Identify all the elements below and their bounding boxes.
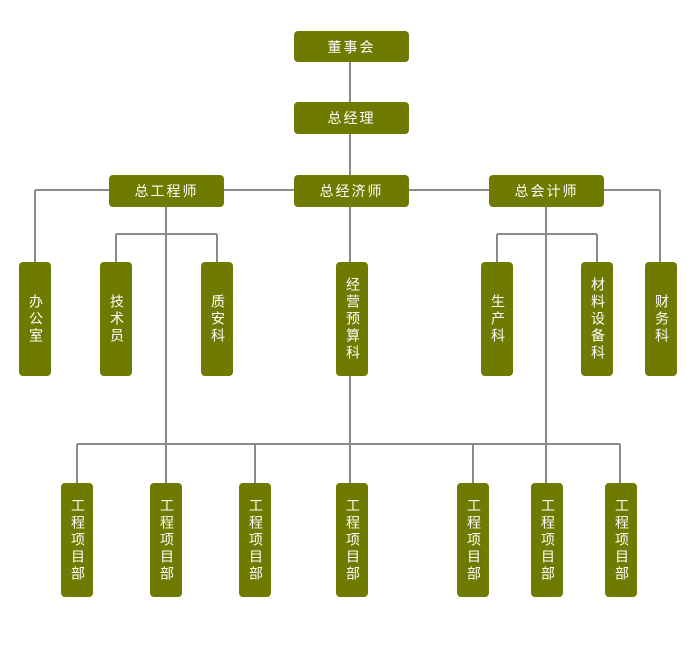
node-chief-engineer: 总工程师 <box>109 175 224 207</box>
node-project-dept: 工程项目部 <box>150 483 182 597</box>
node-general-manager: 总经理 <box>294 102 409 134</box>
node-production: 生产科 <box>481 262 513 376</box>
node-project-dept: 工程项目部 <box>336 483 368 597</box>
node-office: 办公室 <box>19 262 51 376</box>
node-chief-economist: 总经济师 <box>294 175 409 207</box>
node-project-dept: 工程项目部 <box>531 483 563 597</box>
node-project-dept: 工程项目部 <box>61 483 93 597</box>
node-technician: 技术员 <box>100 262 132 376</box>
node-finance: 财务科 <box>645 262 677 376</box>
node-project-dept: 工程项目部 <box>457 483 489 597</box>
node-project-dept: 工程项目部 <box>239 483 271 597</box>
node-project-dept: 工程项目部 <box>605 483 637 597</box>
node-quality-safety: 质安科 <box>201 262 233 376</box>
node-board: 董事会 <box>294 31 409 62</box>
node-chief-accountant: 总会计师 <box>489 175 604 207</box>
node-budget: 经营预算科 <box>336 262 368 376</box>
node-materials: 材料设备科 <box>581 262 613 376</box>
